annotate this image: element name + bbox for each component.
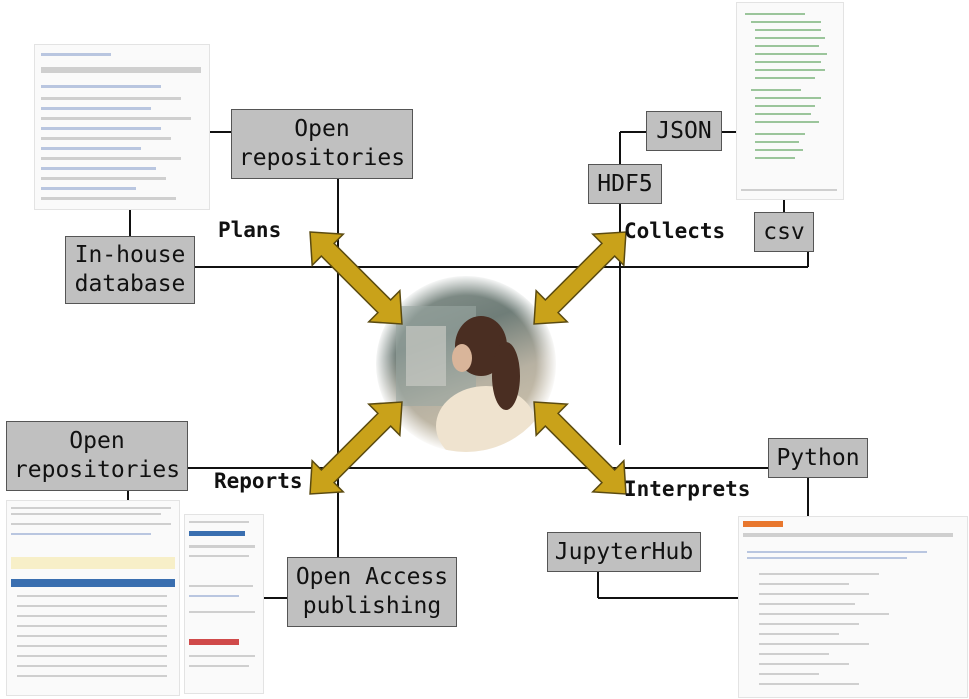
json-node: JSON: [646, 111, 722, 151]
reports-arrow: [293, 385, 419, 511]
python-node: Python: [768, 438, 868, 478]
inhouse-database-node: In-house database: [65, 236, 195, 304]
repository-screenshot-thumbnail: [6, 500, 180, 696]
interprets-label: Interprets: [624, 477, 751, 501]
reports-label: Reports: [214, 469, 303, 493]
researcher-photo: [376, 276, 556, 452]
open-repositories-top-node: Open repositories: [231, 109, 413, 179]
csv-node: csv: [754, 212, 814, 252]
publication-screenshot-thumbnail: [184, 514, 264, 694]
collects-label: Collects: [624, 219, 726, 243]
jupyterhub-node: JupyterHub: [547, 532, 701, 572]
jupyter-screenshot-thumbnail: [738, 516, 968, 698]
hdf5-node: HDF5: [588, 164, 662, 204]
open-repositories-bottom-node: Open repositories: [6, 421, 188, 491]
json-screenshot-thumbnail: [736, 2, 844, 200]
database-screenshot-thumbnail: [34, 44, 210, 210]
plans-label: Plans: [218, 218, 282, 242]
open-access-publishing-node: Open Access publishing: [287, 557, 457, 627]
plans-arrow: [293, 215, 419, 341]
